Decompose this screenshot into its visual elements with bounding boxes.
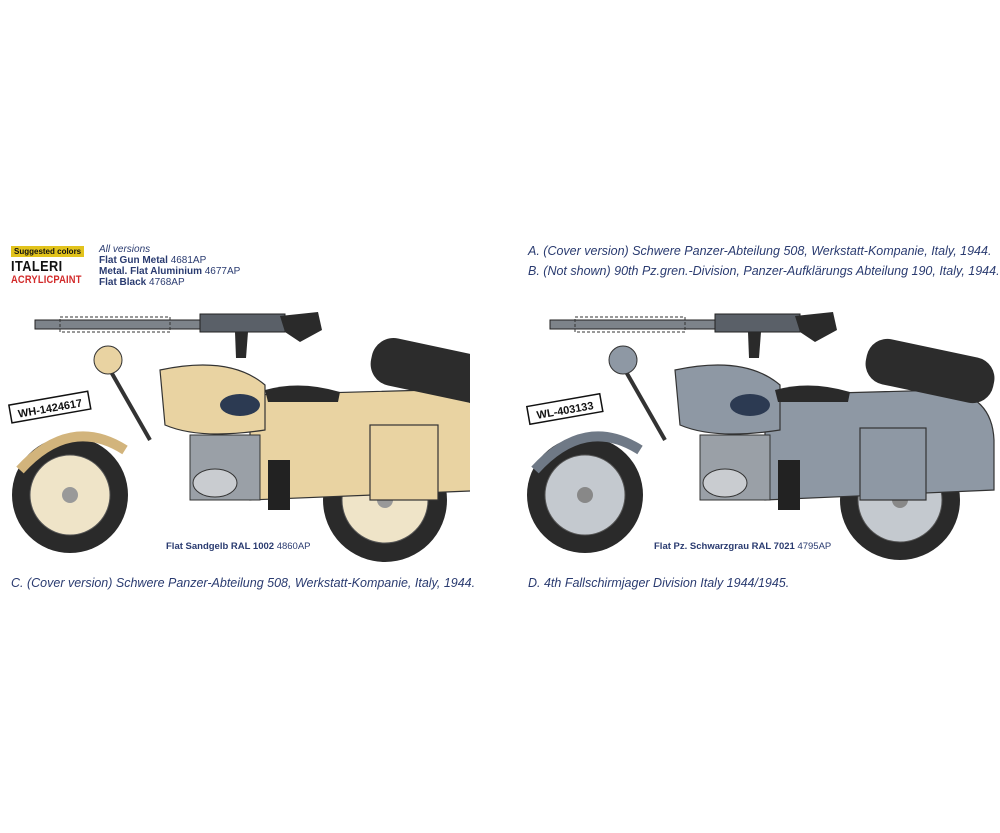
italeri-logo: ITALERI: [11, 258, 63, 275]
fuel-tank: [674, 364, 781, 435]
right-motorcycle-illustration: WL-403133: [525, 312, 995, 560]
color-item: Flat Black 4768AP: [99, 277, 185, 288]
color-item: Flat Gun Metal 4681AP: [99, 255, 207, 266]
machine-gun: [549, 312, 837, 358]
license-plate: WH-1424617: [8, 390, 92, 424]
version-c-text: C. (Cover version) Schwere Panzer-Abteil…: [11, 576, 476, 590]
left-motorcycle-illustration: WH-1424617: [8, 312, 470, 562]
ammo-box: [859, 427, 927, 501]
color-list: All versions Flat Gun Metal 4681AP Metal…: [99, 244, 240, 288]
version-d-text: D. 4th Fallschirmjager Division Italy 19…: [528, 576, 790, 590]
logo-paint: PAINT: [53, 274, 82, 286]
ammo-box: [369, 424, 439, 501]
version-b-text: B. (Not shown) 90th Pz.gren.-Division, P…: [528, 264, 1000, 278]
right-color-caption: Flat Pz. Schwarzgrau RAL 7021 4795AP: [654, 541, 832, 552]
version-a-text: A. (Cover version) Schwere Panzer-Abteil…: [528, 244, 992, 258]
logo-acrylic: ACRYLIC: [11, 274, 54, 286]
acrylic-paint-logo: ACRYLICPAINT: [11, 274, 82, 286]
spare-tire: [370, 338, 470, 407]
color-item: Metal. Flat Aluminium 4677AP: [99, 266, 241, 277]
license-plate: WL-403133: [525, 392, 604, 426]
color-list-header: All versions: [99, 244, 151, 255]
spare-tire: [865, 338, 995, 404]
suggested-colors-badge: Suggested colors: [11, 246, 85, 257]
left-color-caption: Flat Sandgelb RAL 1002 4860AP: [166, 541, 311, 552]
fuel-tank: [159, 364, 266, 435]
machine-gun: [34, 312, 322, 358]
